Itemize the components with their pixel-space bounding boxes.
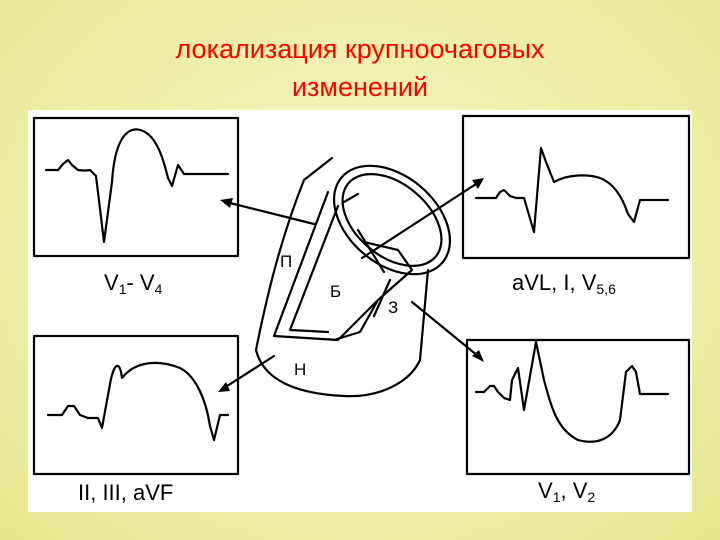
heart-outline xyxy=(254,156,430,398)
arrowhead-lateral xyxy=(472,178,484,189)
arrow-posterior xyxy=(410,300,480,358)
arrowhead-posterior xyxy=(472,350,484,362)
ecg-box-lateral xyxy=(461,114,691,260)
lead-label-posterior: V1, V2 xyxy=(538,478,596,505)
heart-base-ring-outer xyxy=(332,164,452,276)
slide-title-line-2: изменений xyxy=(291,72,429,102)
lead-label-anterior: V1- V4 xyxy=(104,270,163,297)
ecg-heart-diagram xyxy=(32,114,691,476)
heart-label-bottom: Н xyxy=(294,360,307,379)
lead-label-lateral: aVL, I, V5,6 xyxy=(512,270,616,297)
ecg-box-anterior xyxy=(32,116,240,258)
slide-title-line-1: локализация крупноочаговых xyxy=(175,34,545,64)
ecg-trace-anterior xyxy=(44,128,230,244)
diagram-panel: П Б З Н V1- V4 aVL, I, V5,6 II, III, aVF… xyxy=(28,110,692,512)
ecg-trace-posterior xyxy=(474,340,670,443)
ecg-trace-inferior xyxy=(46,361,230,442)
arrowhead-inferior xyxy=(218,382,230,392)
ecg-box-posterior xyxy=(465,338,691,476)
arrow-lateral xyxy=(360,182,478,260)
arrow-inferior xyxy=(222,354,276,390)
heart-label-septum: Б xyxy=(330,282,342,301)
heart-label-front: П xyxy=(280,252,293,271)
lead-label-inferior: II, III, aVF xyxy=(78,480,174,505)
heart-label-back: З xyxy=(388,298,399,317)
arrowhead-anterior xyxy=(220,198,233,208)
heart-inner-walls xyxy=(272,190,414,342)
ecg-trace-lateral xyxy=(474,146,670,234)
arrow-anterior xyxy=(224,200,316,226)
ecg-box-inferior xyxy=(32,334,240,476)
